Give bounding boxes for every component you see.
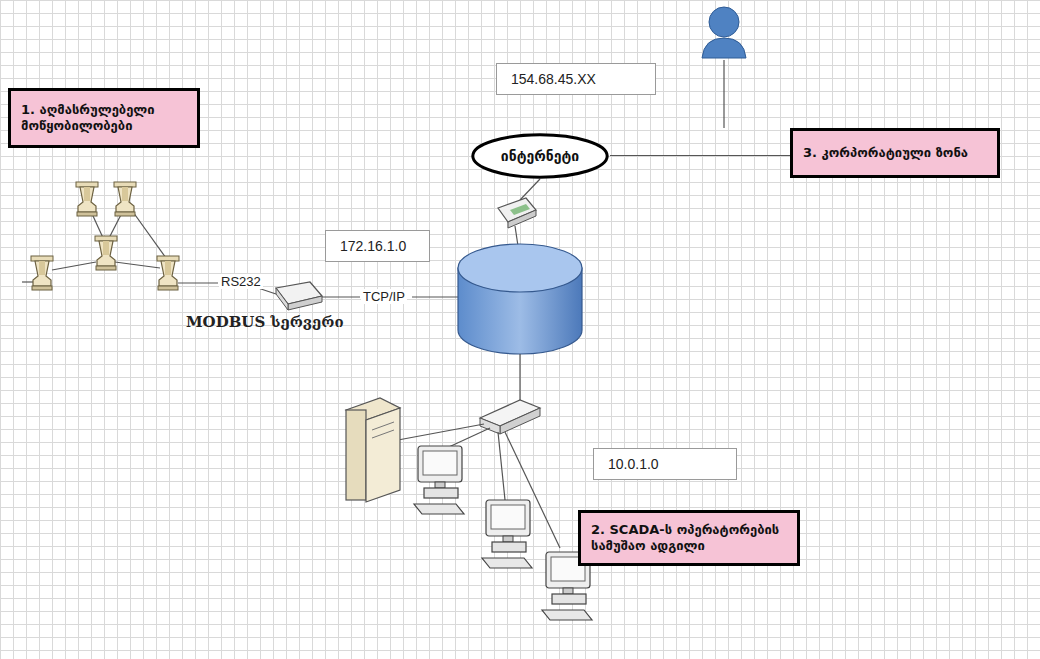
zone-box: 1. აღმასრულებელი მოწყობილობები [8, 88, 200, 148]
address-box: 154.68.45.XX [496, 63, 656, 95]
zone-box: 2. SCADA-ს ოპერატორების სამუშაო ადგილი [578, 510, 800, 566]
signal-label: TCP/IP [361, 289, 407, 304]
signal-label: RS232 [219, 274, 263, 289]
node-text: 3. კორპორატიული ზონა [803, 145, 968, 161]
node-text: 2. SCADA-ს ოპერატორების სამუშაო ადგილი [591, 522, 787, 555]
device-label: MODBUS სერვერი [186, 313, 344, 331]
address-box: 10.0.1.0 [593, 448, 737, 480]
connector-line [610, 155, 790, 156]
node-text: ინტერნეტი [501, 148, 579, 164]
node-text: 1. აღმასრულებელი მოწყობილობები [21, 102, 187, 135]
zone-box: 3. კორპორატიული ზონა [790, 128, 1000, 178]
node-text: 10.0.1.0 [608, 456, 659, 472]
node-text: 172.16.1.0 [340, 238, 406, 254]
address-box: 172.16.1.0 [325, 230, 430, 262]
node-text: 154.68.45.XX [511, 71, 596, 87]
internet-ellipse: ინტერნეტი [470, 133, 610, 179]
